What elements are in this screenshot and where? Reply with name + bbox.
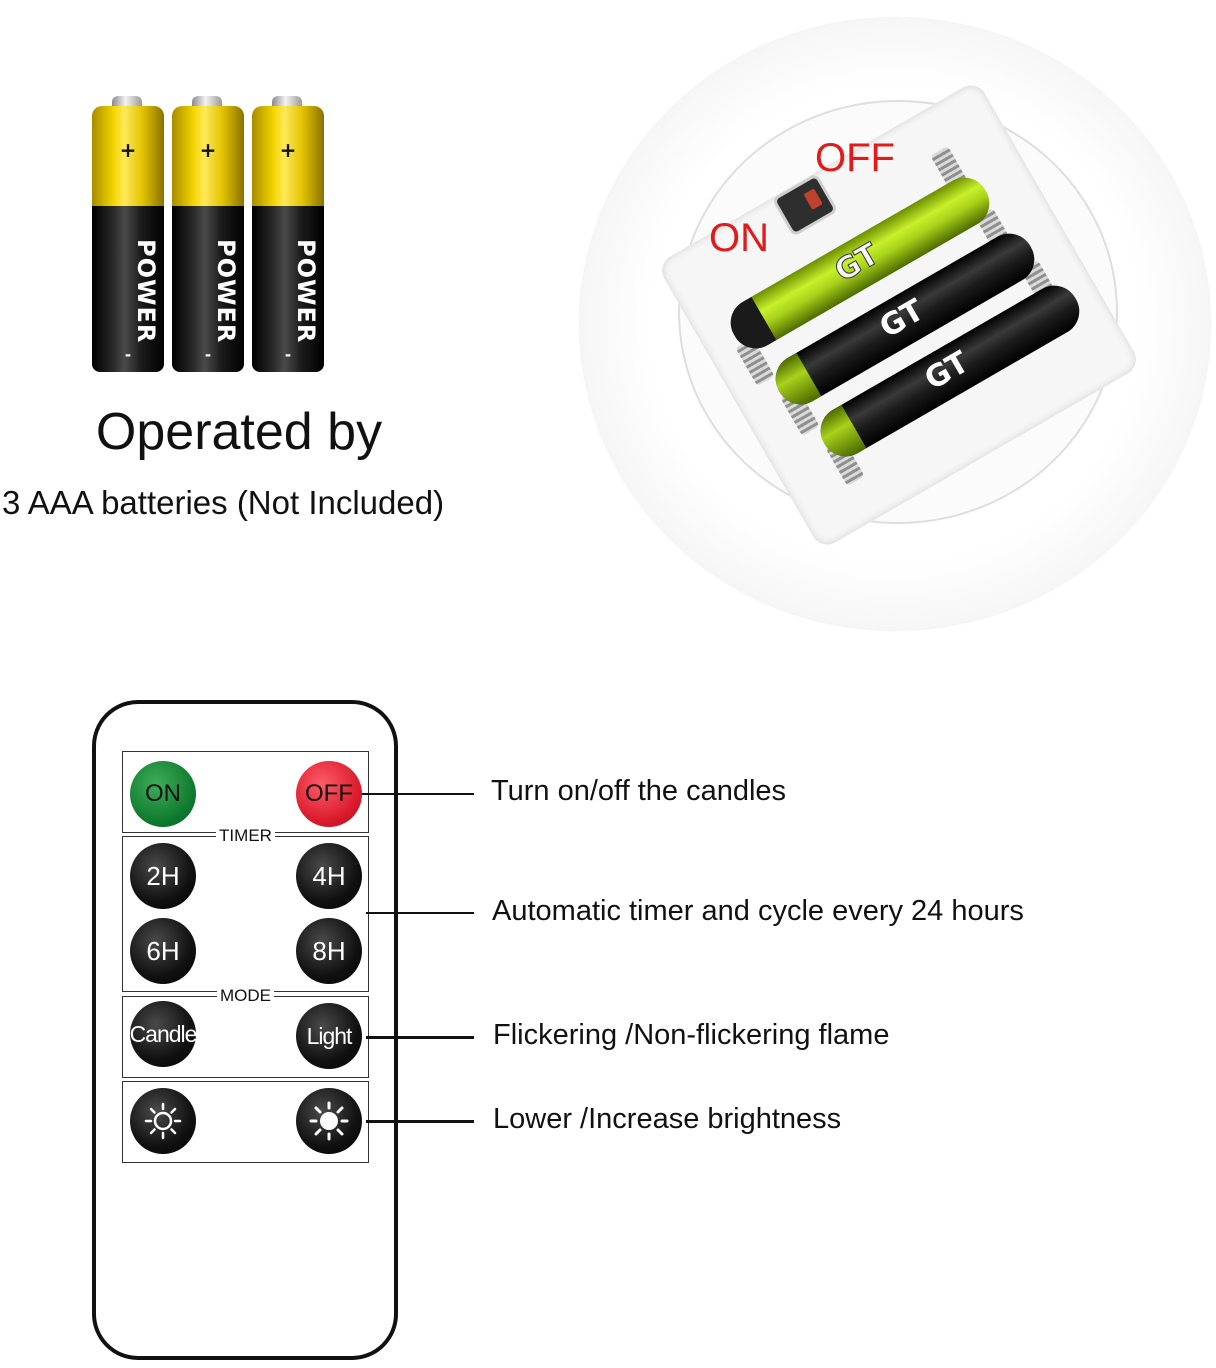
battery-minus-label: -: [205, 344, 211, 364]
candle-mode-button[interactable]: Candle: [130, 1001, 197, 1067]
off-button[interactable]: OFF: [296, 761, 362, 827]
battery-plus-label: +: [279, 138, 297, 162]
battery-minus-label: -: [125, 344, 131, 364]
brightness-down-button[interactable]: [130, 1088, 196, 1154]
mode-leader-line: [366, 1036, 474, 1039]
timer-leader-line: [366, 912, 474, 914]
on-button[interactable]: ON: [130, 761, 196, 827]
battery: + POWER -: [168, 94, 248, 376]
onoff-description: Turn on/off the candles: [491, 775, 787, 807]
battery-minus-label: -: [285, 344, 291, 364]
brightness-description: Lower /Increase brightness: [493, 1103, 842, 1135]
onoff-leader-line: [362, 793, 474, 795]
switch-on-label: ON: [709, 216, 769, 260]
battery: + POWER -: [88, 94, 168, 376]
timer-panel-title: TIMER: [216, 826, 275, 845]
mode-description: Flickering /Non-flickering flame: [493, 1019, 890, 1051]
battery-requirement-text: 3 AAA batteries (Not Included): [2, 484, 445, 521]
timer-2h-button[interactable]: 2H: [130, 843, 196, 909]
timer-4h-button[interactable]: 4H: [296, 843, 362, 909]
battery-brand-label: POWER: [292, 238, 320, 344]
sun-bright-icon: [309, 1101, 349, 1141]
switch-off-label: OFF: [815, 136, 895, 180]
brightness-up-button[interactable]: [296, 1088, 362, 1154]
aaa-batteries-image: + POWER - + POWER - + POWER -: [88, 94, 338, 384]
light-mode-button[interactable]: Light: [296, 1003, 362, 1069]
timer-8h-button[interactable]: 8H: [296, 918, 362, 984]
battery: + POWER -: [248, 94, 328, 376]
brightness-leader-line: [366, 1120, 474, 1123]
battery-brand-label: POWER: [212, 238, 240, 344]
timer-6h-button[interactable]: 6H: [130, 918, 196, 984]
sun-dim-icon: [144, 1102, 182, 1140]
timer-description: Automatic timer and cycle every 24 hours: [492, 895, 1024, 927]
battery-brand-label: POWER: [132, 238, 160, 344]
battery-plus-label: +: [199, 138, 217, 162]
battery-plus-label: +: [119, 138, 137, 162]
operated-by-title: Operated by: [95, 403, 383, 461]
mode-panel-title: MODE: [217, 986, 274, 1005]
